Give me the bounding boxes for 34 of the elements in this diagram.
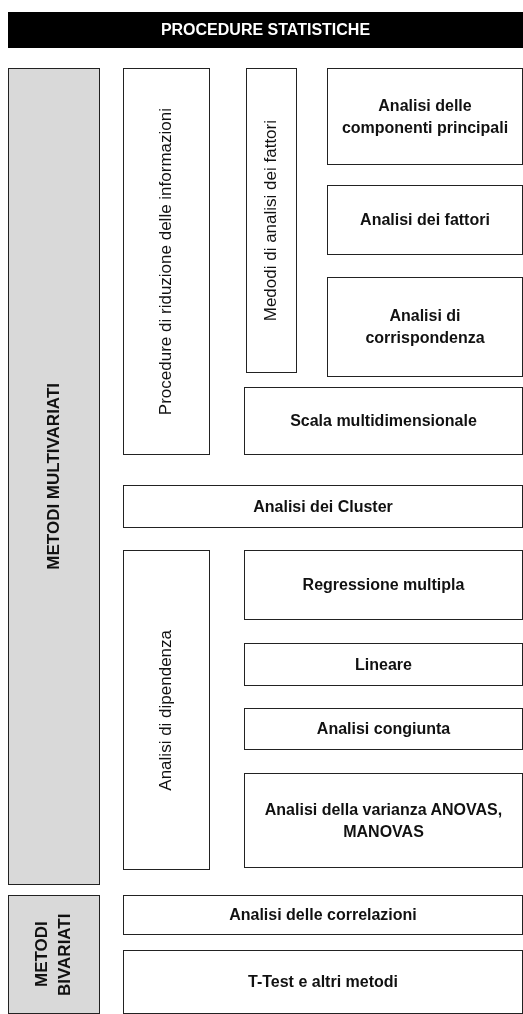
method-box	[244, 643, 523, 686]
group-panel	[246, 68, 297, 373]
method-label: Analisi della varianza ANOVAS, MANOVAS	[263, 799, 504, 842]
method-box	[244, 550, 523, 620]
method-box	[123, 895, 523, 935]
method-label: Regressione multipla	[301, 575, 466, 596]
group-label: Analisi di dipendenza	[155, 629, 177, 791]
method-label: Scala multidimensionale	[289, 411, 478, 432]
method-box	[327, 68, 523, 165]
method-box	[327, 185, 523, 255]
group-panel	[123, 550, 210, 870]
group-label: Procedure di riduzione delle informazioni	[155, 107, 177, 416]
header-band	[8, 12, 523, 48]
group-label: Medodi di analisi dei fattori	[260, 119, 282, 322]
method-label: Analisi delle correlazioni	[228, 905, 418, 926]
method-box	[244, 773, 523, 868]
method-label: Analisi congiunta	[315, 719, 452, 740]
category-panel	[8, 895, 100, 1014]
method-label: Analisi dei fattori	[359, 210, 491, 231]
method-label: Lineare	[354, 654, 413, 675]
category-panel	[8, 68, 100, 885]
method-box	[123, 950, 523, 1014]
group-label: METODI MULTIVARIATI	[42, 383, 64, 570]
method-box	[244, 387, 523, 455]
method-box	[123, 485, 523, 528]
method-label: Analisi di corrispondenza	[364, 306, 486, 348]
group-label: METODI BIVARIATI	[31, 912, 75, 998]
method-label: Analisi dei Cluster	[252, 496, 394, 517]
method-label: Analisi delle componenti principali	[340, 95, 510, 138]
method-box	[327, 277, 523, 377]
title: PROCEDURE STATISTICHE	[160, 20, 371, 41]
method-label: T-Test e altri metodi	[247, 972, 399, 993]
group-panel	[123, 68, 210, 455]
method-box	[244, 708, 523, 750]
